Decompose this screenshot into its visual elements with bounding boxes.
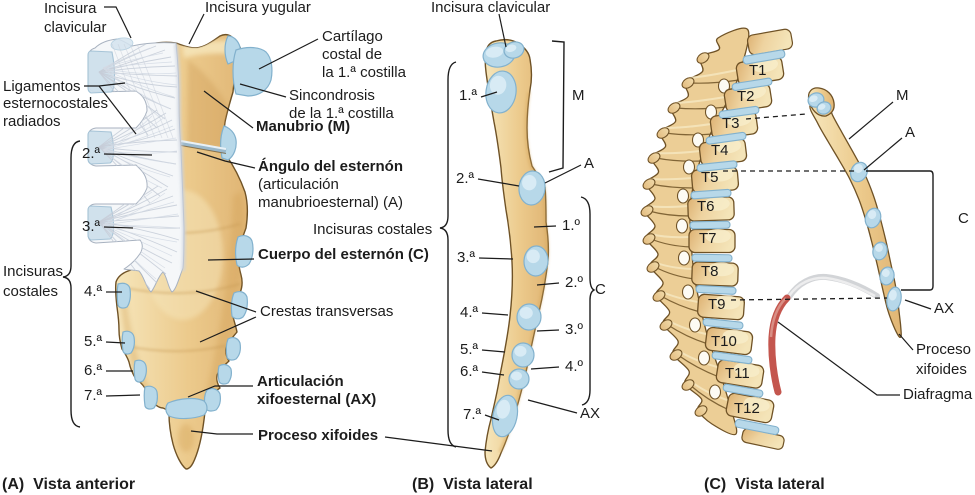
svg-text:A: A [584, 155, 594, 172]
svg-text:1.ª: 1.ª [459, 87, 478, 104]
svg-text:T6: T6 [697, 198, 715, 215]
svg-text:C: C [958, 210, 969, 227]
svg-text:Incisuras costales: Incisuras costales [313, 221, 432, 238]
svg-text:Incisuras: Incisuras [3, 263, 63, 280]
svg-text:A: A [905, 124, 915, 141]
svg-text:T11: T11 [725, 365, 750, 382]
svg-text:Sincondrosis: Sincondrosis [289, 87, 375, 104]
svg-text:M: M [572, 87, 585, 104]
svg-text:Ligamentos: Ligamentos [3, 78, 81, 95]
svg-text:3.º: 3.º [565, 321, 584, 338]
svg-text:Articulación: Articulación [257, 373, 344, 390]
svg-text:Incisura clavicular: Incisura clavicular [431, 0, 550, 16]
svg-text:Proceso xifoides: Proceso xifoides [258, 427, 378, 444]
svg-text:Crestas transversas: Crestas transversas [260, 303, 393, 320]
svg-text:T12: T12 [734, 400, 760, 417]
svg-text:3.ª: 3.ª [457, 249, 476, 266]
svg-text:Ángulo del esternón: Ángulo del esternón [258, 158, 403, 175]
svg-text:(A) Vista anterior: (A) Vista anterior [2, 476, 135, 493]
svg-text:7.ª: 7.ª [84, 387, 103, 404]
svg-text:la 1.ª costilla: la 1.ª costilla [322, 64, 407, 81]
svg-text:4.ª: 4.ª [460, 304, 479, 321]
svg-text:4.ª: 4.ª [84, 283, 103, 300]
svg-text:5.ª: 5.ª [84, 333, 103, 350]
svg-text:manubrioesternal) (A): manubrioesternal) (A) [258, 194, 403, 211]
svg-text:xifoides: xifoides [916, 361, 967, 378]
svg-text:2.º: 2.º [565, 274, 584, 291]
svg-text:3.ª: 3.ª [82, 218, 101, 235]
svg-text:Manubrio (M): Manubrio (M) [256, 118, 350, 135]
svg-text:(B) Vista lateral: (B) Vista lateral [412, 476, 533, 493]
svg-text:Cuerpo del esternón (C): Cuerpo del esternón (C) [258, 246, 429, 263]
svg-text:T4: T4 [711, 142, 729, 159]
svg-text:5.ª: 5.ª [460, 341, 479, 358]
svg-text:2.ª: 2.ª [456, 170, 475, 187]
svg-text:6.ª: 6.ª [460, 363, 479, 380]
svg-text:Incisura: Incisura [44, 0, 97, 17]
svg-text:M: M [896, 87, 909, 104]
svg-text:2.ª: 2.ª [82, 145, 101, 162]
svg-text:Incisura yugular: Incisura yugular [205, 0, 311, 16]
svg-text:4.º: 4.º [565, 358, 584, 375]
svg-text:costales: costales [3, 283, 58, 300]
svg-text:clavicular: clavicular [44, 19, 107, 36]
svg-text:C: C [595, 281, 606, 298]
svg-text:T5: T5 [701, 169, 719, 186]
svg-text:Cartílago: Cartílago [322, 28, 383, 45]
svg-text:6.ª: 6.ª [84, 362, 103, 379]
svg-text:(articulación: (articulación [258, 176, 339, 193]
svg-text:(C) Vista lateral: (C) Vista lateral [704, 476, 825, 493]
svg-text:esternocostales: esternocostales [3, 95, 108, 112]
svg-text:AX: AX [934, 300, 954, 317]
svg-text:T2: T2 [737, 88, 755, 105]
svg-text:7.ª: 7.ª [463, 406, 482, 423]
svg-text:Diafragma: Diafragma [903, 386, 973, 403]
svg-text:de la 1.ª costilla: de la 1.ª costilla [289, 105, 394, 122]
svg-text:radiados: radiados [3, 113, 61, 130]
svg-text:AX: AX [580, 405, 600, 422]
svg-text:T9: T9 [708, 296, 726, 313]
svg-text:T10: T10 [711, 333, 737, 350]
svg-text:T8: T8 [701, 263, 719, 280]
svg-text:T7: T7 [699, 230, 717, 247]
svg-text:costal de: costal de [322, 46, 382, 63]
svg-text:1.º: 1.º [562, 217, 581, 234]
svg-text:xifoesternal (AX): xifoesternal (AX) [257, 391, 376, 408]
svg-text:Proceso: Proceso [916, 341, 971, 358]
svg-text:T1: T1 [749, 62, 767, 79]
svg-text:T3: T3 [722, 115, 740, 132]
